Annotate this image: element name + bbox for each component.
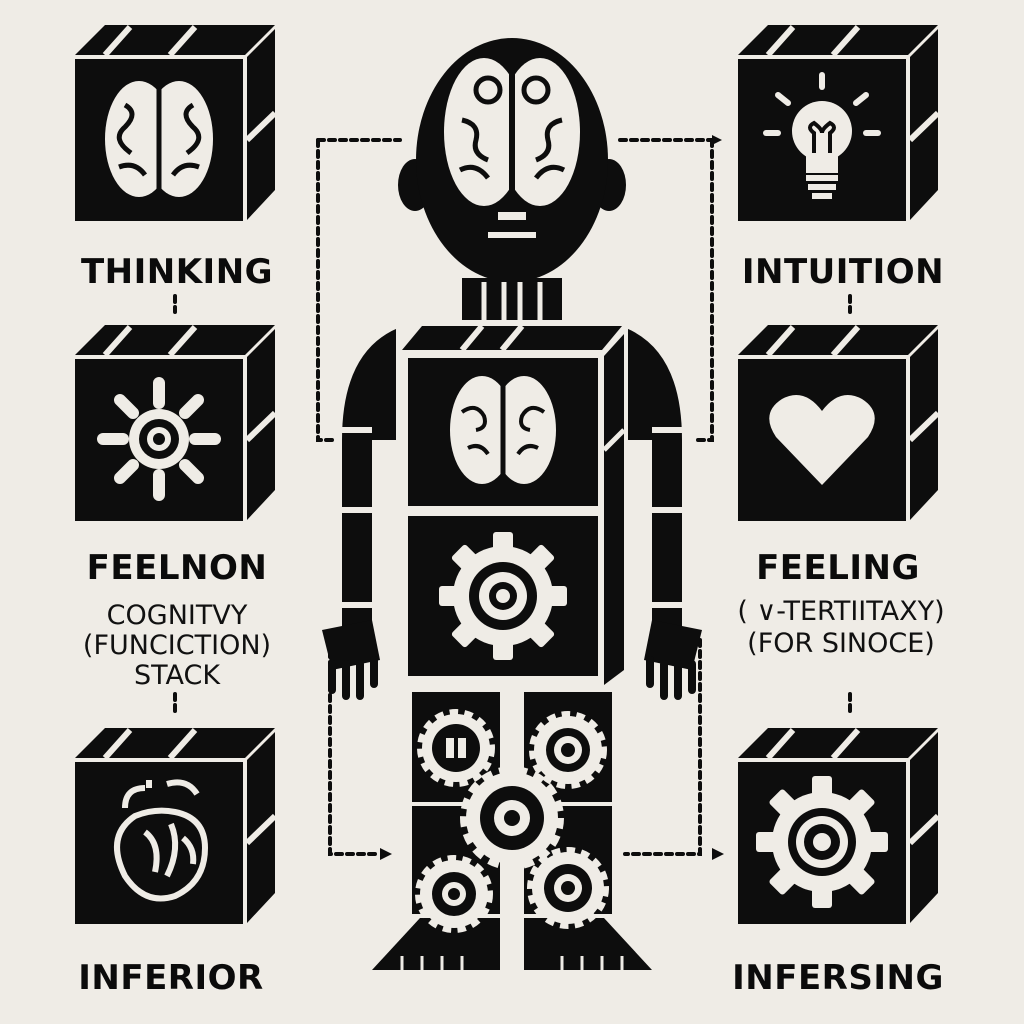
right-hand — [644, 620, 702, 700]
heart-icon — [769, 395, 875, 485]
human-figure — [322, 38, 702, 970]
gear-icon — [527, 847, 609, 929]
gear-icon — [756, 776, 888, 908]
inferior-label: INFERIOR — [78, 958, 264, 998]
thinking-label: THINKING — [80, 252, 274, 292]
feeling-box — [738, 325, 938, 535]
gear-icon — [417, 709, 495, 787]
left-caption-line-1: COGNITVY — [106, 600, 248, 631]
lightbulb-icon — [763, 72, 881, 199]
gear-icon — [460, 766, 564, 870]
infersing-box — [738, 728, 938, 938]
brain-icon — [444, 58, 580, 206]
right-caption-line-1: ( ∨-TERTIITAXY) — [737, 596, 945, 627]
gear-icon — [439, 532, 567, 660]
right-caption-line-2: (FOR SINOCE) — [747, 628, 935, 659]
gear-icon — [415, 855, 493, 933]
anatomical-heart-icon — [114, 779, 208, 902]
intuition-label: INTUITION — [741, 252, 945, 292]
brain-icon — [105, 81, 213, 199]
left-caption-line-3: STACK — [133, 660, 221, 691]
figure-legs — [372, 692, 652, 970]
gear-icon — [529, 711, 607, 789]
torso-cube — [396, 320, 628, 690]
left-caption-line-2: (FUNCICTION) — [82, 630, 272, 661]
infersing-label: INFERSING — [732, 958, 944, 998]
brain-icon — [450, 376, 556, 484]
intuition-box — [738, 25, 938, 235]
sun-gear-icon — [97, 377, 221, 501]
feelnon-box — [75, 325, 275, 535]
inferior-box — [75, 728, 275, 938]
feelnon-label: FEELNON — [86, 548, 268, 588]
thinking-box — [75, 25, 275, 235]
left-hand — [322, 620, 380, 700]
feeling-label: FEELING — [756, 548, 920, 588]
figure-head — [398, 38, 626, 282]
